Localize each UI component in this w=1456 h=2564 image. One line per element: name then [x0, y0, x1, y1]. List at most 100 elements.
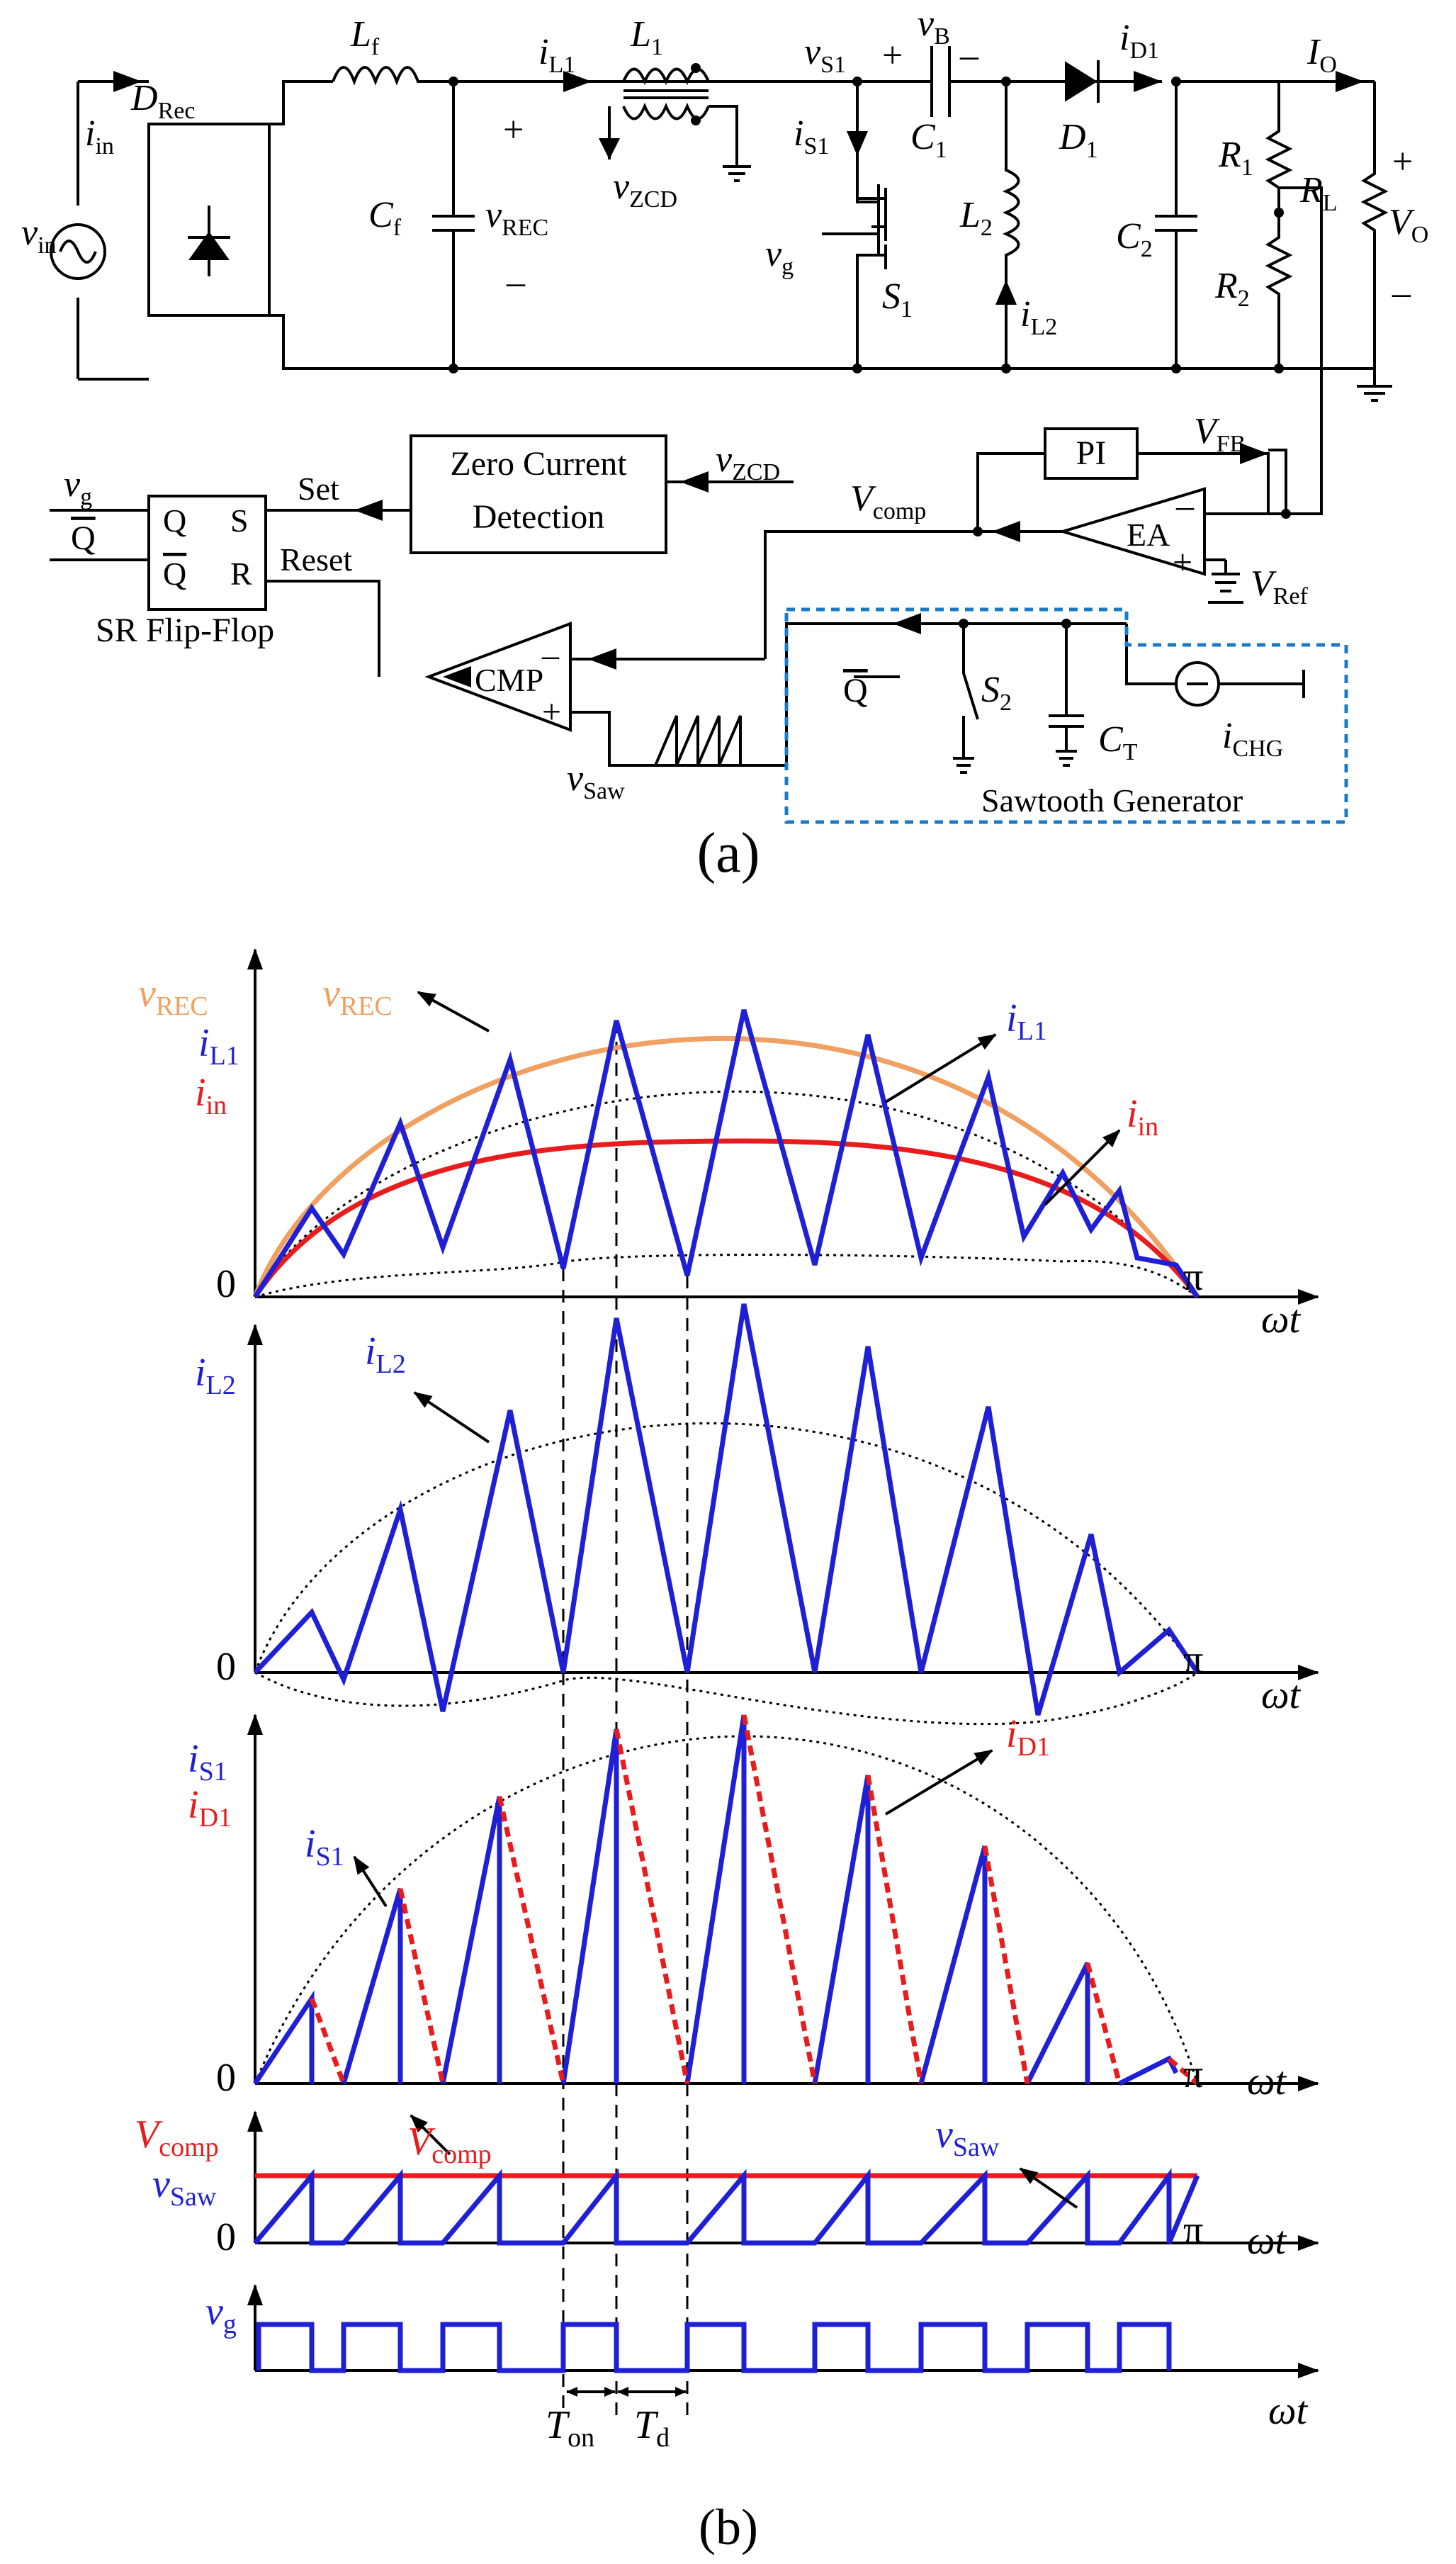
annotation-vsaw: vSaw	[935, 2113, 1000, 2162]
il1-label: iL1	[538, 32, 575, 78]
pi-panel4: π	[1183, 2208, 1203, 2252]
annotation-arrows	[353, 991, 1121, 2397]
annotation-il1: iL1	[1006, 996, 1047, 1046]
envelopes	[254, 1090, 1199, 2084]
pi-panel1: π	[1183, 1255, 1203, 1299]
vo-label: VO	[1389, 202, 1428, 248]
ff-r-label: R	[230, 556, 252, 592]
r2-label: R2	[1214, 266, 1250, 312]
vg-label-circuit: vg	[765, 234, 794, 280]
c1-label: C1	[910, 117, 947, 163]
vsaw-waveform	[253, 2168, 1200, 2246]
vzcd-label-2: vZCD	[716, 439, 780, 485]
annotation-vcomp: Vcomp	[407, 2120, 492, 2169]
il1-valley-envelope	[254, 1254, 1198, 1298]
ct-label: CT	[1098, 719, 1138, 765]
il1-waveform	[253, 1009, 1200, 1298]
id1-waveform	[309, 1714, 1200, 2086]
annotation-vrec: vREC	[322, 972, 393, 1021]
zcd-line2: Detection	[473, 498, 605, 536]
reset-label: Reset	[280, 541, 352, 578]
ff-q-label: Q	[163, 502, 186, 539]
sawtooth-generator-label: Sawtooth Generator	[981, 782, 1243, 819]
vrec-minus: –	[506, 262, 526, 303]
vg-waveform	[256, 2322, 1172, 2373]
is1-waveform	[253, 1714, 1179, 2086]
c2-label: C2	[1116, 216, 1153, 262]
annotation-il2: iL2	[365, 1329, 406, 1379]
il2-label-circuit: iL2	[1020, 294, 1057, 340]
l2-label: L2	[959, 195, 993, 241]
circuit-schematic: vin iin DRec Lf Cf vREC + – iL1 L1 vZCD …	[21, 4, 1428, 884]
vcomp-label-circuit: Vcomp	[850, 478, 926, 524]
r1-label: R1	[1218, 135, 1253, 181]
vrec-label: vREC	[485, 195, 548, 241]
zero-panel1: 0	[216, 1262, 236, 1306]
ichg-label: iCHG	[1222, 716, 1283, 762]
iin-curve	[253, 1138, 1200, 1299]
vs1-label: vS1	[804, 32, 846, 78]
d1-label: D1	[1059, 117, 1098, 163]
ff-s-label: S	[230, 502, 249, 539]
vfb-label: VFB	[1194, 411, 1246, 457]
set-label: Set	[298, 471, 339, 507]
omega-t-panel2: ωt	[1261, 1673, 1302, 1717]
omega-t-panel3: ωt	[1247, 2059, 1287, 2103]
rectifier-box	[147, 123, 271, 317]
vsaw-label-circuit: vSaw	[567, 758, 625, 804]
s1-label: S1	[882, 276, 913, 322]
ton-label: Ton	[546, 2403, 594, 2453]
io-label: IO	[1307, 32, 1337, 78]
saw-icon	[654, 715, 742, 766]
zcd-line1: Zero Current	[450, 445, 627, 483]
annotation-iin: iin	[1127, 1092, 1158, 1142]
vref-label: VRef	[1251, 563, 1309, 609]
c1-plus: +	[882, 35, 903, 76]
caption-a: (a)	[697, 822, 760, 884]
waveform-labels: vREC iL1 iin vREC iL1 iin iL2 iL2 iS1 iD…	[135, 972, 1158, 2453]
sr-flipflop-label: SR Flip-Flop	[96, 612, 274, 649]
iin-label: iin	[85, 113, 114, 159]
ylabel-vcomp: Vcomp	[135, 2113, 219, 2162]
caption-b: (b)	[699, 2499, 758, 2555]
ea-label: EA	[1127, 517, 1170, 553]
id1-label-circuit: iD1	[1119, 18, 1159, 64]
ea-minus: –	[1175, 485, 1195, 525]
zcd-box	[410, 434, 667, 554]
annotation-id1: iD1	[1006, 1712, 1050, 1762]
td-label: Td	[634, 2403, 670, 2453]
s2-label: S2	[981, 670, 1012, 716]
vg-out-label: vg	[64, 464, 92, 510]
qbar-out-label: Q	[71, 519, 96, 557]
drec-label: DRec	[130, 78, 195, 124]
vrec-curve	[252, 1036, 1200, 1298]
vo-plus: +	[1392, 142, 1413, 182]
il2-waveform	[253, 1303, 1200, 1716]
vrec-plus: +	[503, 110, 524, 150]
vo-minus: –	[1392, 273, 1411, 313]
rl-label: RL	[1299, 170, 1338, 216]
ylabel-vsaw: vSaw	[152, 2162, 217, 2212]
is1-label: iS1	[794, 113, 829, 159]
vzcd-label: vZCD	[613, 167, 677, 213]
cmp-label: CMP	[475, 662, 543, 698]
lf-label: Lf	[350, 14, 380, 60]
cmp-plus: +	[542, 693, 561, 731]
pi-panel2: π	[1183, 1638, 1203, 1682]
diode-symbols	[188, 60, 1100, 276]
il2-peak-envelope	[254, 1422, 1199, 1673]
il2-valley-envelope	[254, 1671, 1198, 1726]
omega-t-panel4: ωt	[1247, 2219, 1287, 2263]
ylabel-il1: iL1	[198, 1021, 239, 1071]
circuit-labels: vin iin DRec Lf Cf vREC + – iL1 L1 vZCD …	[21, 4, 1428, 819]
current-arrows	[113, 71, 1364, 687]
c1-minus: –	[959, 35, 979, 76]
ylabel-il2: iL2	[195, 1351, 236, 1400]
zero-panel2: 0	[216, 1645, 236, 1689]
ylabel-is1: iS1	[188, 1737, 227, 1787]
cmp-minus: –	[541, 636, 560, 674]
cf-label: Cf	[368, 195, 402, 241]
vin-label: vin	[21, 213, 57, 259]
